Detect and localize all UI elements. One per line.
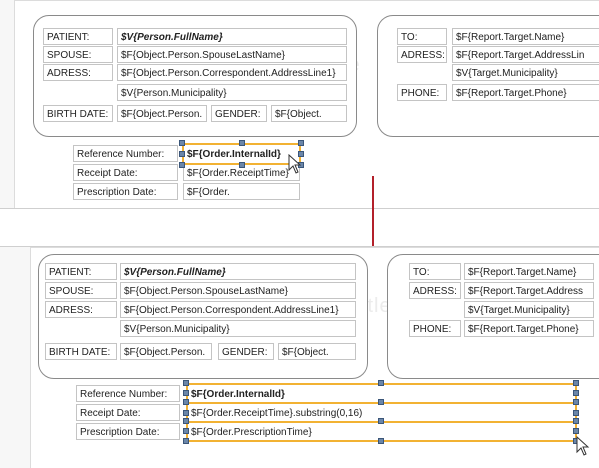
resize-handle[interactable] [573,390,579,396]
mouse-cursor-icon [576,436,590,456]
prescription-date-value[interactable]: $F{Order.PrescriptionTime} [187,423,575,440]
reference-number-label[interactable]: Reference Number: [73,145,178,162]
phone-value[interactable]: $F{Report.Target.Phone} [452,84,599,101]
resize-handle[interactable] [573,399,579,405]
resize-handle[interactable] [239,162,245,168]
spouse-value[interactable]: $F{Object.Person.SpouseLastName} [120,282,356,299]
birth-date-value[interactable]: $F{Object.Person. [117,105,207,122]
resize-handle[interactable] [239,140,245,146]
target-adress-line1[interactable]: $F{Report.Target.AddressLin [452,46,599,63]
resize-handle[interactable] [183,418,189,424]
adress-label[interactable]: ADRESS: [43,64,113,81]
resize-handle[interactable] [573,410,579,416]
resize-handle[interactable] [378,438,384,444]
receipt-date-label[interactable]: Receipt Date: [76,404,180,421]
gender-label[interactable]: GENDER: [211,105,267,122]
resize-handle[interactable] [298,151,304,157]
resize-handle[interactable] [378,418,384,424]
adress-line2[interactable]: $V{Person.Municipality} [117,84,347,101]
to-label[interactable]: TO: [409,263,461,280]
target-adress-line1[interactable]: $F{Report.Target.Address [464,282,594,299]
phone-value[interactable]: $F{Report.Target.Phone} [464,320,594,337]
spouse-value[interactable]: $F{Object.Person.SpouseLastName} [117,46,347,63]
reference-number-label[interactable]: Reference Number: [76,385,180,402]
resize-handle[interactable] [378,380,384,386]
adress-line2[interactable]: $V{Person.Municipality} [120,320,356,337]
resize-handle[interactable] [183,438,189,444]
resize-handle[interactable] [573,418,579,424]
prescription-date-label[interactable]: Prescription Date: [73,183,178,200]
adress-line1[interactable]: $F{Object.Person.Correspondent.AddressLi… [117,64,347,81]
birth-date-label[interactable]: BIRTH DATE: [45,343,117,360]
adress-line1[interactable]: $F{Object.Person.Correspondent.AddressLi… [120,301,356,318]
resize-handle[interactable] [183,380,189,386]
patient-value[interactable]: $V{Person.FullName} [120,263,356,280]
mouse-cursor-icon [288,154,302,174]
target-adress-label[interactable]: ADRESS: [397,46,447,63]
patient-label[interactable]: PATIENT: [43,28,113,45]
designer-before-panel: itle PATIENT: $V{Person.FullName} SPOUSE… [0,0,599,209]
resize-handle[interactable] [179,162,185,168]
spouse-label[interactable]: SPOUSE: [45,282,117,299]
adress-label[interactable]: ADRESS: [45,301,117,318]
target-adress-line2[interactable]: $V{Target.Municipality} [452,64,599,81]
resize-handle[interactable] [179,151,185,157]
birth-date-label[interactable]: BIRTH DATE: [43,105,113,122]
to-label[interactable]: TO: [397,28,447,45]
designer-after-panel: itle PATIENT: $V{Person.FullName} SPOUSE… [0,246,599,468]
phone-label[interactable]: PHONE: [397,84,447,101]
reference-number-value[interactable]: $F{Order.InternalId} [187,385,575,402]
birth-date-value[interactable]: $F{Object.Person. [120,343,212,360]
resize-handle[interactable] [573,380,579,386]
resize-handle[interactable] [179,140,185,146]
patient-value[interactable]: $V{Person.FullName} [117,28,347,45]
resize-handle[interactable] [298,140,304,146]
receipt-date-value[interactable]: $F{Order.ReceiptTime}.substring(0,16) [187,404,575,421]
prescription-date-value[interactable]: $F{Order. [183,183,300,200]
resize-handle[interactable] [183,390,189,396]
gender-value[interactable]: $F{Object. [271,105,347,122]
target-adress-line2[interactable]: $V{Target.Municipality} [464,301,594,318]
to-value[interactable]: $F{Report.Target.Name} [452,28,599,45]
receipt-date-label[interactable]: Receipt Date: [73,164,178,181]
resize-handle[interactable] [573,428,579,434]
resize-handle[interactable] [183,428,189,434]
to-value[interactable]: $F{Report.Target.Name} [464,263,594,280]
resize-handle[interactable] [378,399,384,405]
gender-label[interactable]: GENDER: [218,343,274,360]
resize-handle[interactable] [183,399,189,405]
spouse-label[interactable]: SPOUSE: [43,46,113,63]
phone-label[interactable]: PHONE: [409,320,461,337]
reference-number-value[interactable]: $F{Order.InternalId} [183,145,300,162]
gender-value[interactable]: $F{Object. [278,343,356,360]
resize-handle[interactable] [183,410,189,416]
target-adress-label[interactable]: ADRESS: [409,282,461,299]
title-watermark: itle [362,295,392,317]
patient-label[interactable]: PATIENT: [45,263,117,280]
prescription-date-label[interactable]: Prescription Date: [76,423,180,440]
